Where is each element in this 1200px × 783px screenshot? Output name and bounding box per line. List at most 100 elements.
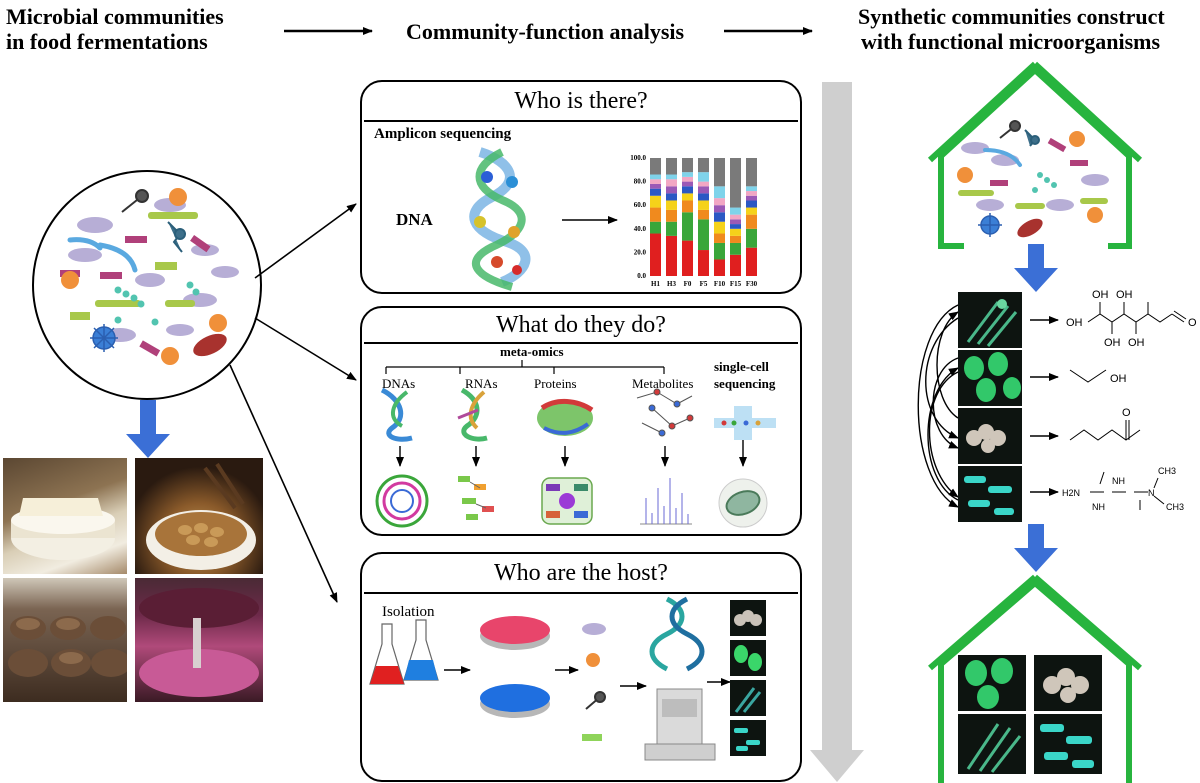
mass-spectrum-icon bbox=[640, 478, 692, 525]
arrow-to-who bbox=[254, 203, 357, 279]
isolate-yeast bbox=[582, 623, 606, 635]
metabolite-omics-icon bbox=[636, 388, 694, 437]
bar-segment bbox=[730, 235, 741, 243]
right-header-line2: with functional microorganisms bbox=[861, 29, 1161, 54]
bar-segment bbox=[682, 200, 693, 213]
interaction-arrows bbox=[917, 304, 959, 508]
bar-segment bbox=[650, 174, 661, 180]
bread-photo bbox=[3, 578, 127, 702]
what-do-they-do-title: What do they do? bbox=[496, 312, 666, 338]
bar-segment bbox=[698, 200, 709, 210]
c1-oh-left: OH bbox=[1066, 317, 1083, 329]
bar-segment bbox=[698, 158, 709, 173]
c4-nh-bottom: NH bbox=[1092, 502, 1105, 512]
isolation-label: Isolation bbox=[382, 604, 435, 620]
arrow-to-host bbox=[229, 364, 338, 603]
c1-oh-5: OH bbox=[1128, 337, 1145, 349]
house-micro-coccus bbox=[1034, 655, 1102, 711]
bar-segment bbox=[682, 176, 693, 182]
house-outline-icon-bottom bbox=[928, 574, 1142, 783]
bar-segment bbox=[682, 181, 693, 187]
cheese-photo bbox=[3, 458, 127, 574]
bar-segment bbox=[650, 183, 661, 189]
host-micro-2 bbox=[730, 640, 766, 676]
c1-oh-4: OH bbox=[1116, 289, 1133, 301]
compound-4 bbox=[1090, 471, 1165, 510]
bar-segment bbox=[666, 179, 677, 187]
bar-segment bbox=[730, 219, 741, 225]
house-outline-icon-top bbox=[927, 61, 1143, 249]
bar-segment bbox=[746, 214, 757, 229]
x-tick-label: H3 bbox=[667, 280, 676, 288]
meta-omics-bracket bbox=[375, 360, 776, 528]
bar-segment bbox=[698, 209, 709, 220]
what-title-divider bbox=[364, 342, 798, 344]
bar-segment bbox=[714, 259, 725, 276]
single-cell-line2: sequencing bbox=[714, 376, 776, 391]
bar-segment bbox=[650, 233, 661, 276]
bar-segment bbox=[746, 158, 757, 187]
host-title-divider bbox=[364, 592, 798, 594]
house-micro-yeast bbox=[958, 655, 1026, 711]
who-title-divider bbox=[364, 120, 798, 122]
isolation-workflow bbox=[369, 596, 731, 761]
compound-1 bbox=[1087, 302, 1187, 334]
dna-omics-icon bbox=[380, 387, 413, 442]
right-header-line1: Synthetic communities construct bbox=[858, 4, 1165, 29]
bar-segment bbox=[682, 186, 693, 194]
c1-o: O bbox=[1188, 317, 1197, 329]
compound-2 bbox=[1069, 369, 1107, 383]
bar-segment bbox=[730, 214, 741, 220]
blue-arrow-left bbox=[126, 400, 170, 458]
middle-header: Community-function analysis bbox=[406, 19, 685, 44]
bar-segment bbox=[666, 200, 677, 210]
blue-arrow-right-top bbox=[1014, 244, 1058, 292]
c2-oh: OH bbox=[1110, 373, 1127, 385]
micro-coccus-image bbox=[958, 408, 1022, 464]
x-tick-label: F10 bbox=[714, 280, 726, 288]
single-cell-chip-icon bbox=[714, 406, 776, 440]
left-header-line2: in food fermentations bbox=[6, 29, 208, 54]
c3-o: O bbox=[1122, 407, 1131, 419]
who-are-the-host-title: Who are the host? bbox=[494, 560, 668, 586]
bar-segment bbox=[666, 221, 677, 236]
proteins-label: Proteins bbox=[534, 376, 577, 391]
compound-3 bbox=[1069, 420, 1141, 441]
flask-icon bbox=[369, 619, 439, 685]
protein-network-icon bbox=[541, 477, 593, 525]
bar-segment bbox=[730, 224, 741, 229]
bar-segment bbox=[650, 207, 661, 222]
bar-segment bbox=[746, 186, 757, 192]
bar-segment bbox=[682, 193, 693, 201]
bar-segment bbox=[666, 209, 677, 222]
bar-segment bbox=[746, 195, 757, 201]
bar-segment bbox=[698, 172, 709, 182]
bar-segment bbox=[666, 186, 677, 194]
bar-segment bbox=[682, 172, 693, 177]
bar-segment bbox=[698, 181, 709, 187]
bar-segment bbox=[730, 158, 741, 208]
x-tick-label: H1 bbox=[651, 280, 660, 288]
micro-yeast-image bbox=[958, 350, 1022, 406]
isolate-bacillus bbox=[582, 734, 602, 741]
bar-segment bbox=[650, 158, 661, 175]
isolate-coccus bbox=[586, 653, 600, 667]
house-micro-bacteria bbox=[1034, 714, 1102, 774]
bar-segment bbox=[730, 228, 741, 236]
bar-segment bbox=[682, 212, 693, 241]
bar-segment bbox=[730, 207, 741, 215]
bar-segment bbox=[714, 158, 725, 187]
c1-oh-3: OH bbox=[1104, 337, 1121, 349]
petri-dish-icon bbox=[480, 616, 550, 718]
dna-helix-icon-host bbox=[649, 596, 705, 672]
micro-bacteria-image bbox=[958, 466, 1022, 522]
y-tick-label: 100.0 bbox=[630, 154, 646, 162]
c4-ch3-bottom: CH3 bbox=[1166, 502, 1184, 512]
what-do-they-do-panel: What do they do? meta-omics bbox=[360, 306, 802, 536]
bar-segment bbox=[730, 254, 741, 276]
bar-segment bbox=[650, 188, 661, 196]
c4-n: N bbox=[1148, 488, 1155, 498]
